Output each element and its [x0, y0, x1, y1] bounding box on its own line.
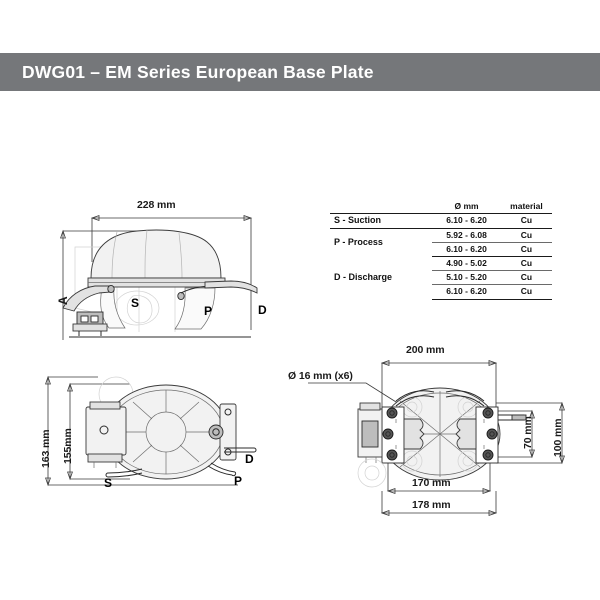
dim-228mm [90, 215, 253, 330]
dim-label-100mm: 100 mm [552, 418, 564, 457]
dim-label-155mm: 155mm [62, 428, 74, 464]
page-title: DWG01 – EM Series European Base Plate [22, 61, 374, 82]
spec-col-diameter: Ø mm [432, 200, 501, 215]
dim-label-178mm: 178 mm [412, 499, 451, 511]
front-elevation-view: 228 mm A S P D [55, 199, 290, 340]
spec-col-material: material [500, 200, 552, 215]
mount-bracket-left [381, 406, 425, 464]
mount-tabs [208, 403, 237, 461]
spec-cell-dia: 6.10 - 6.20 [432, 284, 501, 300]
dim-label-70mm: 70 mm [522, 416, 534, 449]
spec-cell-material: Cu [500, 284, 552, 300]
compressor-shell [87, 229, 226, 288]
spec-group-label-suction: S - Suction [330, 213, 433, 229]
hole-note-label: Ø 16 mm (x6) [288, 370, 353, 382]
spec-table-grid: Ø mm material S - Suction 6.10 - 6.20 Cu… [330, 200, 552, 300]
table-row: P - Process 5.92 - 6.08 Cu [330, 228, 552, 247]
spec-cell-material: Cu [500, 270, 552, 286]
dim-label-170mm: 170 mm [412, 477, 451, 489]
mount-bracket-right [455, 406, 499, 464]
front-elevation-drawing [60, 215, 258, 340]
spec-cell-material: Cu [500, 242, 552, 258]
port-label-suction: S [131, 296, 140, 310]
spec-group-label-process: P - Process [334, 236, 383, 247]
plan-port-label-process: P [234, 474, 243, 488]
plan-view-drawing [45, 375, 257, 487]
dim-label-228mm: 228 mm [137, 199, 176, 211]
spec-group-label-discharge: D - Discharge [334, 271, 393, 282]
dim-170mm [386, 453, 492, 494]
spec-cell-dia: 6.10 - 6.20 [432, 213, 501, 229]
tube-suction-plan [105, 468, 143, 478]
dim-label-A: A [56, 296, 70, 305]
dim-70mm [496, 409, 535, 459]
lower-housing [100, 287, 216, 330]
table-row: 5.10 - 5.20 Cu [330, 270, 552, 286]
base-plate-drawing [308, 360, 565, 516]
spec-col-blank [330, 200, 433, 215]
dim-label-200mm: 200 mm [406, 344, 445, 356]
dim-163mm [45, 375, 238, 487]
dim-200mm [380, 360, 498, 407]
leader-hole-note [308, 382, 405, 408]
spec-cell-material: Cu [500, 228, 552, 244]
dim-label-163mm: 163 mm [40, 429, 52, 468]
terminal-box [72, 311, 108, 336]
table-row: D - Discharge 4.90 - 5.02 Cu [330, 256, 552, 282]
spec-cell-dia: 4.90 - 5.02 [432, 256, 501, 272]
spec-cell-dia: 5.10 - 5.20 [432, 270, 501, 286]
base-plate-view: 200 mm 170 mm 178 mm 70 mm 100 mm Ø 16 m… [288, 344, 580, 525]
terminal-housing [357, 402, 387, 488]
dim-155mm [67, 382, 130, 481]
dim-178mm [380, 491, 498, 516]
tube-suction [62, 284, 115, 312]
dim-100mm [496, 401, 565, 465]
port-spec-table: Ø mm material S - Suction 6.10 - 6.20 Cu… [330, 200, 552, 300]
table-row: 6.10 - 6.20 Cu [330, 242, 552, 258]
spec-cell-material: Cu [500, 256, 552, 272]
spec-cell-dia: 6.10 - 6.20 [432, 242, 501, 258]
table-row: 6.10 - 6.20 Cu [330, 284, 552, 300]
spec-cell-dia: 5.92 - 6.08 [432, 228, 501, 244]
tube-discharge-plan [224, 447, 257, 453]
tube-stubs-top [395, 390, 527, 421]
tube-discharge [204, 280, 258, 294]
port-label-discharge: D [258, 303, 267, 317]
tube-process-plan [207, 462, 237, 477]
table-row: S - Suction 6.10 - 6.20 Cu [330, 213, 552, 229]
spec-cell-material: Cu [500, 213, 552, 229]
port-label-process: P [204, 304, 213, 318]
plan-port-label-suction: S [104, 476, 113, 490]
plan-view: 163 mm 155mm S P D [38, 372, 268, 497]
plan-port-label-discharge: D [245, 452, 254, 466]
terminal-block [85, 401, 127, 468]
ghost-fan [357, 458, 387, 488]
spec-table-header-row: Ø mm material [330, 200, 552, 215]
header-banner: DWG01 – EM Series European Base Plate [0, 53, 600, 91]
